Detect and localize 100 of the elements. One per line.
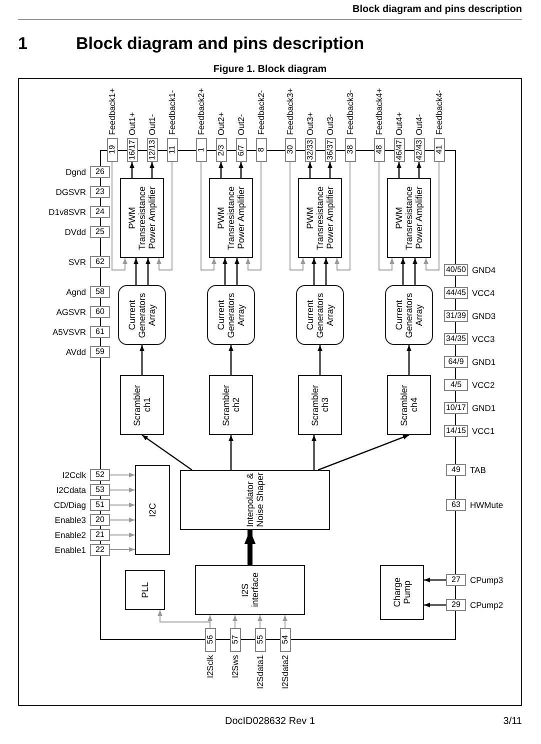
pin-box: 4/5 <box>444 379 468 391</box>
arrow <box>228 345 234 375</box>
pin-label: Enable1 <box>54 545 86 555</box>
arrow <box>228 435 234 470</box>
page-number: 3/11 <box>502 716 522 727</box>
pin-box: 32/33 <box>304 138 316 162</box>
pin-label: Out2- <box>236 114 246 135</box>
pin-box: 51 <box>90 499 110 511</box>
block-box: PWM Transresistance Power Amplifier <box>209 178 253 258</box>
pin-box: 60 <box>90 306 110 318</box>
pin-box: 38 <box>344 138 356 162</box>
pin-label: Feedback3- <box>345 90 355 135</box>
pin-label: AVdd <box>66 347 86 357</box>
pin-box: 14/15 <box>444 425 468 437</box>
rounded-block-box: Current Generators Array <box>385 285 433 345</box>
pin-label: Out3+ <box>305 112 315 135</box>
pin-label: VCC3 <box>472 334 495 344</box>
pin-label: Out1+ <box>127 112 137 135</box>
pin-box: 16/17 <box>126 138 138 162</box>
pin-box: 62 <box>90 256 110 268</box>
pin-box: 29 <box>446 599 466 611</box>
pin-box: 53 <box>90 484 110 496</box>
arrow <box>258 614 262 628</box>
pin-label: Out3- <box>325 114 335 135</box>
pin-box: 27 <box>446 574 466 586</box>
arrow <box>328 162 332 178</box>
pin-box: 8 <box>256 138 266 162</box>
pin-label: Out1- <box>147 114 157 135</box>
arrow <box>110 502 136 508</box>
pin-label: Out4- <box>414 114 424 135</box>
pin-label: Feedback1+ <box>107 88 117 135</box>
pin-box: 58 <box>90 286 110 298</box>
pin-label: CD/Diag <box>54 500 86 510</box>
pin-label: HWMute <box>470 500 504 510</box>
arrow <box>110 518 136 522</box>
pin-box: 42/43 <box>414 138 424 162</box>
arrow <box>312 258 316 285</box>
pin-label: DGSVR <box>56 187 86 197</box>
arrow <box>424 578 446 582</box>
pin-box: 22 <box>90 544 110 556</box>
arrow <box>208 614 212 628</box>
pin-label: Out4+ <box>394 112 404 135</box>
arrow <box>232 614 238 628</box>
pin-label: DVdd <box>64 227 86 237</box>
arrow <box>378 162 394 270</box>
arrow <box>130 162 134 178</box>
pin-box: 20 <box>90 514 110 526</box>
pin-label: GND1 <box>472 403 496 413</box>
pin-box: 61 <box>90 326 110 338</box>
pin-box: 49 <box>446 464 466 476</box>
arrow <box>222 258 228 285</box>
pin-box: 19 <box>106 138 118 162</box>
arrow <box>400 258 406 285</box>
arrow <box>412 258 418 285</box>
pin-box: 36/37 <box>324 138 336 162</box>
rounded-block-box: Current Generators Array <box>296 285 344 345</box>
arrow <box>308 162 312 178</box>
arrow <box>290 162 306 270</box>
pin-label: Feedback4+ <box>374 88 384 135</box>
arrow <box>200 162 216 270</box>
pin-box: 41 <box>434 138 444 162</box>
arrow <box>416 162 422 178</box>
pin-box: 56 <box>204 628 216 652</box>
arrow <box>334 162 350 270</box>
pin-box: 25 <box>90 226 110 238</box>
arrow <box>234 258 240 285</box>
arrow <box>140 345 144 375</box>
arrow <box>282 614 288 628</box>
bus-arrow <box>244 530 256 565</box>
pin-box: 63 <box>446 499 466 511</box>
arrow <box>134 258 138 285</box>
pin-box: 48 <box>374 138 384 162</box>
pin-label: Feedback2- <box>256 90 266 135</box>
pin-label: GND1 <box>472 357 496 367</box>
pin-box: 44/45 <box>444 287 468 299</box>
pin-label: I2Sdata1 <box>255 655 265 690</box>
pin-label: VCC1 <box>472 426 495 436</box>
arrow <box>246 162 262 270</box>
arrow <box>146 258 150 285</box>
pin-label: GND4 <box>472 265 496 275</box>
pin-box: 34/35 <box>444 333 468 345</box>
pin-box: 57 <box>230 628 240 652</box>
pin-label: Enable2 <box>54 530 86 540</box>
arrow <box>112 162 128 270</box>
pin-box: 54 <box>280 628 290 652</box>
figure-title: Figure 1. Block diagram <box>212 64 328 75</box>
pin-box: 23 <box>90 186 110 198</box>
block-box: I2S interface <box>195 565 305 615</box>
arrow <box>156 162 172 270</box>
pin-label: CPump3 <box>470 575 504 585</box>
arrow <box>110 488 136 492</box>
pin-box: 52 <box>90 469 110 481</box>
arrow <box>110 472 136 478</box>
pin-label: Feedback2+ <box>196 88 206 135</box>
section-number: 1 <box>18 34 28 54</box>
pin-label: SVR <box>68 257 86 267</box>
arrow <box>150 162 154 178</box>
pin-label: VCC4 <box>472 288 495 298</box>
pin-box: 2/3 <box>216 138 226 162</box>
block-box: PWM Transresistance Power Amplifier <box>298 178 342 258</box>
